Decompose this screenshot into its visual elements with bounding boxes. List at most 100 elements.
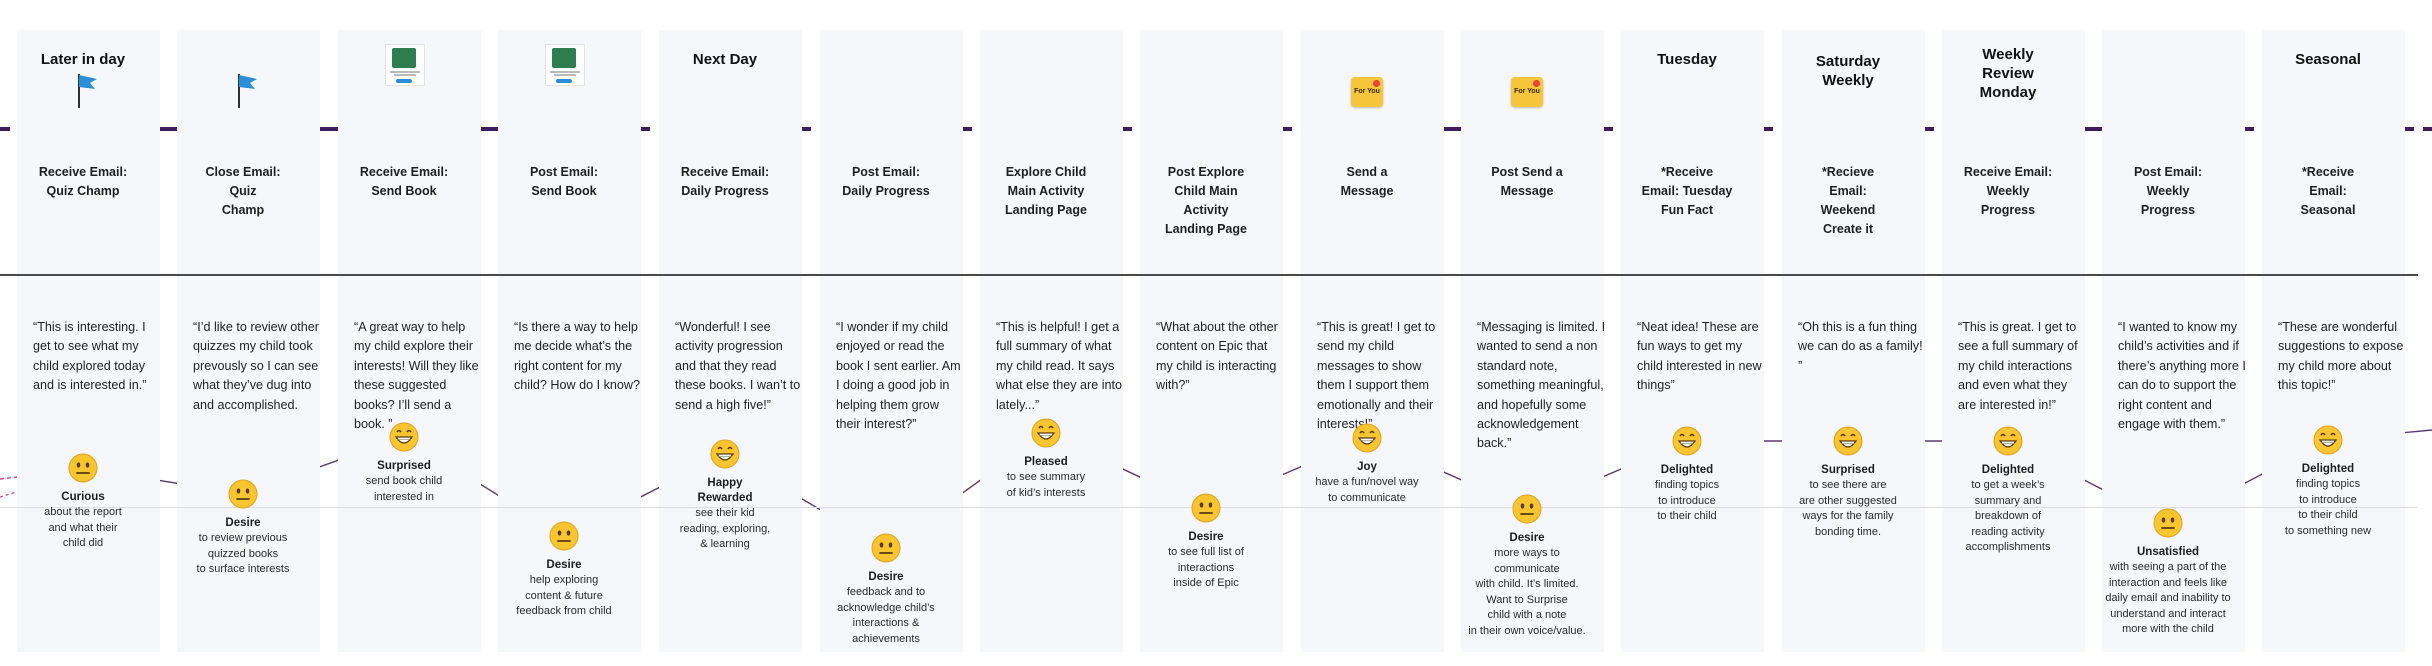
for-you-card-icon: For You (1511, 77, 1543, 107)
emotion-description: help exploring (529, 574, 599, 586)
touchpoint-label: Send Book (531, 184, 597, 198)
emotion-description: to see summary (1006, 471, 1086, 483)
touchpoint-label: Receive Email: (38, 165, 128, 179)
emotion-description: are other suggested (1799, 494, 1897, 507)
touchpoint-label: Post Email: (851, 165, 921, 179)
stage-heading: Seasonal (2295, 51, 2361, 68)
emotion-description: of kid’s interests (1006, 486, 1086, 499)
section-divider (0, 274, 2418, 276)
for-you-label: For You (1514, 88, 1540, 95)
stage-column (1621, 30, 1764, 652)
emotion-description: to surface interests (196, 563, 290, 575)
touchpoint-label: Landing Page (1165, 222, 1247, 236)
touchpoint-label: Fun Fact (1660, 203, 1714, 217)
emotion-point: Surprised to see there are are other sugge… (1773, 426, 1923, 540)
stage-column (1140, 30, 1283, 652)
emotion-title: Delighted (1660, 464, 1714, 476)
emotion-description: more ways to (1494, 547, 1560, 559)
emotion-description: to something new (2284, 524, 2372, 537)
grinning-face-icon (1031, 418, 1061, 448)
for-you-label: For You (1354, 88, 1380, 95)
touchpoint-label: Seasonal (2300, 203, 2356, 217)
stage-column (17, 30, 160, 652)
emotion-description: interactions (1177, 561, 1235, 574)
stage-heading: Saturday (1815, 53, 1881, 70)
touchpoint-label: Activity (1183, 203, 1229, 217)
touchpoint-label: Close Email: (205, 165, 281, 179)
emotion-description: Want to Surprise (1486, 593, 1568, 606)
emotion-description: quizzed books (207, 547, 279, 560)
emotion-description: see their kid (695, 507, 755, 519)
grinning-face-icon (389, 422, 419, 452)
emotion-description: content & future (525, 589, 603, 602)
user-quote: “What about the other content on Epic th… (1156, 320, 1278, 393)
stage-heading: Monday (1979, 84, 2037, 101)
stage-column (980, 30, 1123, 652)
emotion-description: child with a note (1487, 609, 1567, 621)
emotion-point: Desire to review previous quizzed books to … (168, 479, 318, 578)
touchpoint-label: Message (1500, 184, 1554, 198)
emotion-description: reading, exploring, (679, 522, 771, 535)
touchpoint-label: Explore Child (1005, 165, 1087, 179)
emotion-description: with seeing a part of the (2109, 561, 2227, 573)
emotion-title: Desire (225, 517, 261, 529)
user-quote: “Is there a way to help me decide what’s… (514, 320, 641, 393)
touchpoint-label: Daily Progress (681, 184, 769, 198)
stage-column (338, 30, 481, 652)
emotion-description: in their own voice/value. (1468, 624, 1586, 637)
emotion-description: achievements (852, 632, 920, 645)
emotion-description: about the report (44, 506, 122, 518)
emotion-description: interactions & (852, 617, 920, 629)
user-quote: “I wonder if my child enjoyed or read th… (836, 320, 961, 432)
user-quote: “Oh this is a fun thing we can do as a f… (1798, 320, 1923, 373)
emotion-description: to review previous (198, 532, 288, 544)
neutral-face-icon (2153, 508, 2183, 538)
stage-column (1301, 30, 1444, 652)
touchpoint-label: Send Book (371, 184, 437, 198)
touchpoint-label: Email: Tuesday (1641, 184, 1733, 198)
emotion-description: feedback from child (516, 605, 612, 617)
user-quote: “I wanted to know my child’s activities … (2118, 320, 2246, 432)
stage-heading: Later in day (40, 51, 126, 68)
user-quote: “A great way to help my child explore th… (354, 320, 479, 432)
emotion-title: Surprised (377, 460, 431, 472)
stage-column (1461, 30, 1604, 652)
touchpoint-label: *Receive (2301, 165, 2355, 179)
emotion-description: to introduce (1658, 494, 1716, 507)
emotion-description: to their child (1657, 510, 1717, 522)
touchpoint-label: Receive Email: (680, 165, 770, 179)
touchpoint-label: Message (1340, 184, 1394, 198)
emotion-description: breakdown of (1974, 510, 2042, 522)
user-quote: “Wonderful! I see activity progression a… (675, 320, 801, 412)
stage-column (659, 30, 802, 652)
touchpoint-label: Send a (1346, 165, 1388, 179)
emotion-description: reading activity (1971, 525, 2045, 538)
emotion-title: Delighted (2301, 463, 2355, 475)
emotion-description: to get a week’s (1971, 479, 2045, 491)
book-thumbnail-icon (545, 44, 585, 86)
stage-heading: Tuesday (1657, 51, 1717, 68)
emotion-title: Joy (1357, 461, 1377, 473)
user-quote: “These are wonderful suggestions to expo… (2278, 320, 2404, 393)
emotion-description: to see there are (1809, 479, 1887, 491)
neutral-face-icon (871, 533, 901, 563)
neutral-face-icon (1191, 493, 1221, 523)
grinning-face-icon (2313, 425, 2343, 455)
stage-column (177, 30, 320, 652)
for-you-card-icon: For You (1351, 77, 1383, 107)
touchpoint-label: Email: (1829, 184, 1867, 198)
touchpoint-label: Post Send a (1491, 165, 1563, 179)
emotion-title: Surprised (1821, 464, 1875, 476)
emotion-title: Desire (868, 571, 904, 583)
user-quote: “This is helpful! I get a full summary o… (996, 320, 1123, 412)
stage-column (2262, 30, 2405, 652)
grinning-face-icon (1672, 426, 1702, 456)
emotion-description: to communicate (1328, 491, 1406, 504)
touchpoint-label: Landing Page (1005, 203, 1087, 217)
emotion-title: Unsatisfied (2137, 546, 2199, 558)
emotion-description: child did (62, 537, 104, 549)
